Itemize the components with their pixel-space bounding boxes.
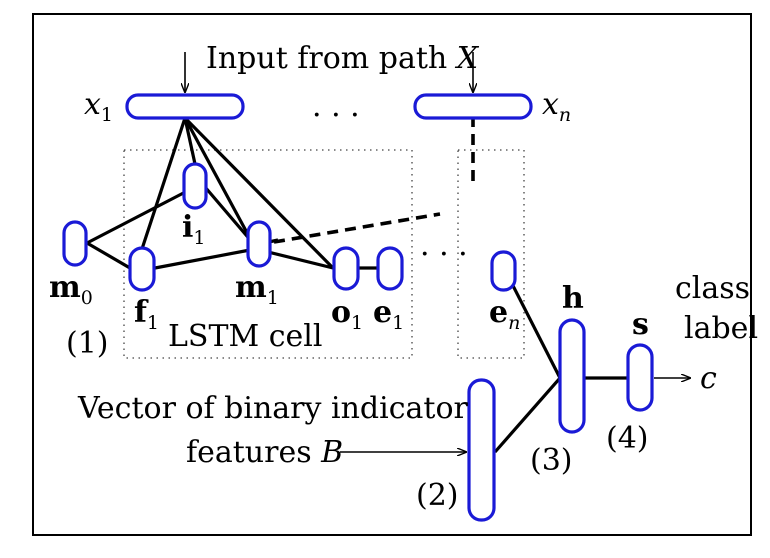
m0-label: m0 — [49, 270, 93, 309]
node-b — [467, 378, 496, 522]
edge-x1-f1 — [139, 117, 187, 253]
edge-x1-i1 — [183, 117, 197, 165]
step-3-label: (3) — [530, 443, 573, 478]
node-f1 — [128, 246, 156, 292]
edge-m0-i1 — [86, 185, 196, 245]
node-xn — [413, 93, 533, 120]
lstm-cell-box — [123, 149, 413, 359]
class-label-line1: class — [675, 271, 750, 306]
edge-m1-o1 — [259, 248, 334, 270]
x1-label: x1 — [84, 87, 113, 126]
vector-label-line1: Vector of binary indicator — [77, 391, 469, 426]
node-en — [490, 250, 517, 292]
node-s — [626, 343, 654, 412]
vector-label-line2: features B — [186, 435, 343, 470]
step-1-label: (1) — [66, 326, 109, 361]
c-label: c — [700, 361, 717, 396]
node-m0 — [62, 220, 88, 267]
en-label: en — [489, 295, 520, 334]
h-label: h — [562, 281, 584, 316]
ellipsis-mid: · · · — [420, 237, 468, 272]
node-o1 — [332, 246, 360, 291]
i1-label: i1 — [182, 210, 206, 249]
node-m1 — [246, 220, 272, 268]
node-e1 — [376, 246, 404, 291]
edge-m0-f1 — [86, 241, 131, 270]
edge-i1-m1 — [203, 185, 254, 244]
step-4-label: (4) — [606, 421, 649, 456]
ellipsis-top: · · · — [312, 98, 360, 133]
title-label: Input from path X — [206, 41, 480, 76]
o1-label: o1 — [331, 295, 363, 334]
diagram-frame — [32, 13, 752, 536]
node-x1 — [125, 93, 245, 120]
lstm-cell-n-box — [457, 149, 525, 359]
e1-label: e1 — [373, 295, 404, 334]
node-i1 — [182, 162, 208, 210]
lstm-cell-label: LSTM cell — [168, 319, 322, 354]
xn-label: xn — [542, 87, 571, 126]
class-label-line2: label — [684, 311, 758, 346]
m1-label: m1 — [235, 270, 279, 309]
s-label: s — [632, 307, 649, 342]
f1-label: f1 — [134, 295, 159, 334]
edge-x1-m1 — [183, 117, 254, 243]
node-h — [558, 318, 586, 434]
edge-x1-o1 — [183, 116, 335, 270]
step-2-label: (2) — [416, 478, 459, 513]
edge-f1-m1 — [154, 248, 251, 270]
edge-b-h — [493, 376, 562, 454]
dashed-edge-mn-m1 — [273, 212, 441, 244]
